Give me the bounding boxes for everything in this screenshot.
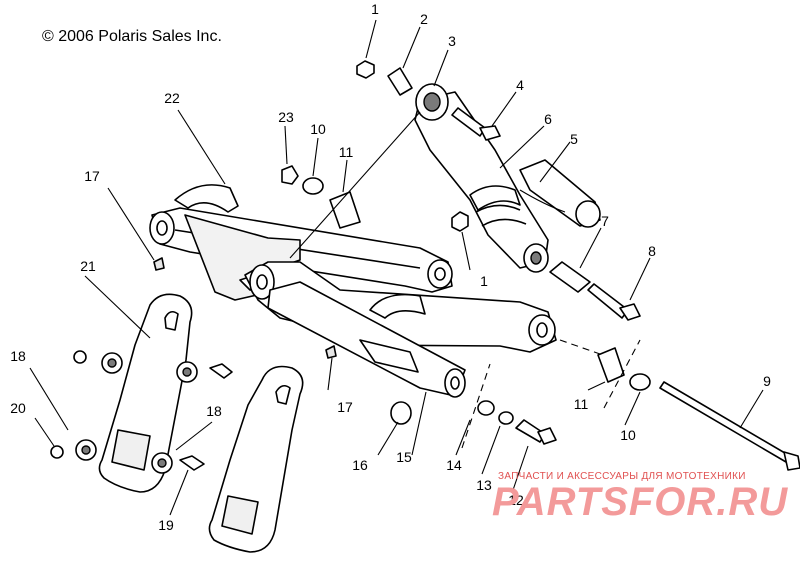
watermark: ЗАПЧАСТИ И АКСЕССУАРЫ ДЛЯ МОТОТЕХНИКИ PA… bbox=[492, 471, 788, 524]
callout-10-lower: 10 bbox=[620, 427, 636, 443]
upper-a-arm bbox=[149, 184, 453, 301]
callout-1-mid: 1 bbox=[480, 273, 488, 289]
callout-11-lower: 11 bbox=[574, 396, 589, 412]
bushing-7 bbox=[549, 261, 591, 293]
nut-18-left bbox=[73, 350, 87, 364]
shock-absorber bbox=[414, 83, 601, 273]
watermark-logo: PARTSFOR.RU bbox=[492, 480, 788, 524]
callout-11-upper: 11 bbox=[339, 144, 354, 160]
grease-fitting-17-right bbox=[325, 345, 337, 359]
shock-bolt-upper bbox=[451, 107, 501, 141]
nut-23 bbox=[281, 165, 299, 185]
o-ring-16 bbox=[390, 401, 412, 425]
bushing-11-upper bbox=[329, 191, 361, 229]
strap-21-right bbox=[208, 365, 304, 553]
strap-21-left bbox=[98, 293, 193, 493]
callout-2: 2 bbox=[420, 11, 428, 27]
callout-18-right: 18 bbox=[206, 403, 222, 419]
grease-fitting-17-left bbox=[153, 257, 165, 271]
callout-5: 5 bbox=[570, 131, 578, 147]
leader-lines bbox=[29, 19, 764, 516]
washer-10-lower bbox=[629, 373, 651, 391]
callout-20: 20 bbox=[10, 400, 26, 416]
callout-14: 14 bbox=[446, 457, 462, 473]
bolt-19 bbox=[179, 455, 205, 471]
bushing-11-lower bbox=[597, 347, 625, 383]
callout-16: 16 bbox=[352, 457, 368, 473]
nut-1-mid bbox=[451, 211, 469, 232]
callout-7: 7 bbox=[601, 213, 609, 229]
callout-15: 15 bbox=[396, 449, 412, 465]
bolt-8 bbox=[587, 283, 641, 321]
washer-14 bbox=[477, 400, 495, 416]
nut-1-top bbox=[356, 60, 375, 79]
callout-10-upper: 10 bbox=[310, 121, 326, 137]
callout-18-left: 18 bbox=[10, 348, 26, 364]
callout-23: 23 bbox=[278, 109, 294, 125]
nut-20 bbox=[50, 445, 64, 459]
callout-17-left: 17 bbox=[84, 168, 100, 184]
washer-10-upper bbox=[302, 177, 324, 195]
callout-3: 3 bbox=[448, 33, 456, 49]
bolt-18-left bbox=[209, 363, 233, 379]
callout-19: 19 bbox=[158, 517, 174, 533]
callout-4: 4 bbox=[516, 77, 524, 93]
callout-labels: 1 2 3 4 6 5 7 8 9 10 10 11 11 12 13 14 1… bbox=[10, 1, 771, 533]
callout-9: 9 bbox=[763, 373, 771, 389]
callout-6: 6 bbox=[544, 111, 552, 127]
bolt-9 bbox=[659, 381, 800, 471]
callout-8: 8 bbox=[648, 243, 656, 259]
washer-13 bbox=[498, 411, 514, 425]
watermark-tagline: ЗАПЧАСТИ И АКСЕССУАРЫ ДЛЯ МОТОТЕХНИКИ bbox=[498, 471, 746, 482]
callout-22: 22 bbox=[164, 90, 180, 106]
callout-17-right: 17 bbox=[337, 399, 353, 415]
bolt-12 bbox=[515, 419, 557, 445]
callout-21: 21 bbox=[80, 258, 96, 274]
bushing-2 bbox=[387, 67, 413, 96]
callout-13: 13 bbox=[476, 477, 492, 493]
callout-12: 12 bbox=[508, 492, 524, 508]
cross-shaft bbox=[267, 281, 466, 398]
copyright-text: © 2006 Polaris Sales Inc. bbox=[42, 28, 222, 45]
callout-1-top: 1 bbox=[371, 1, 379, 17]
